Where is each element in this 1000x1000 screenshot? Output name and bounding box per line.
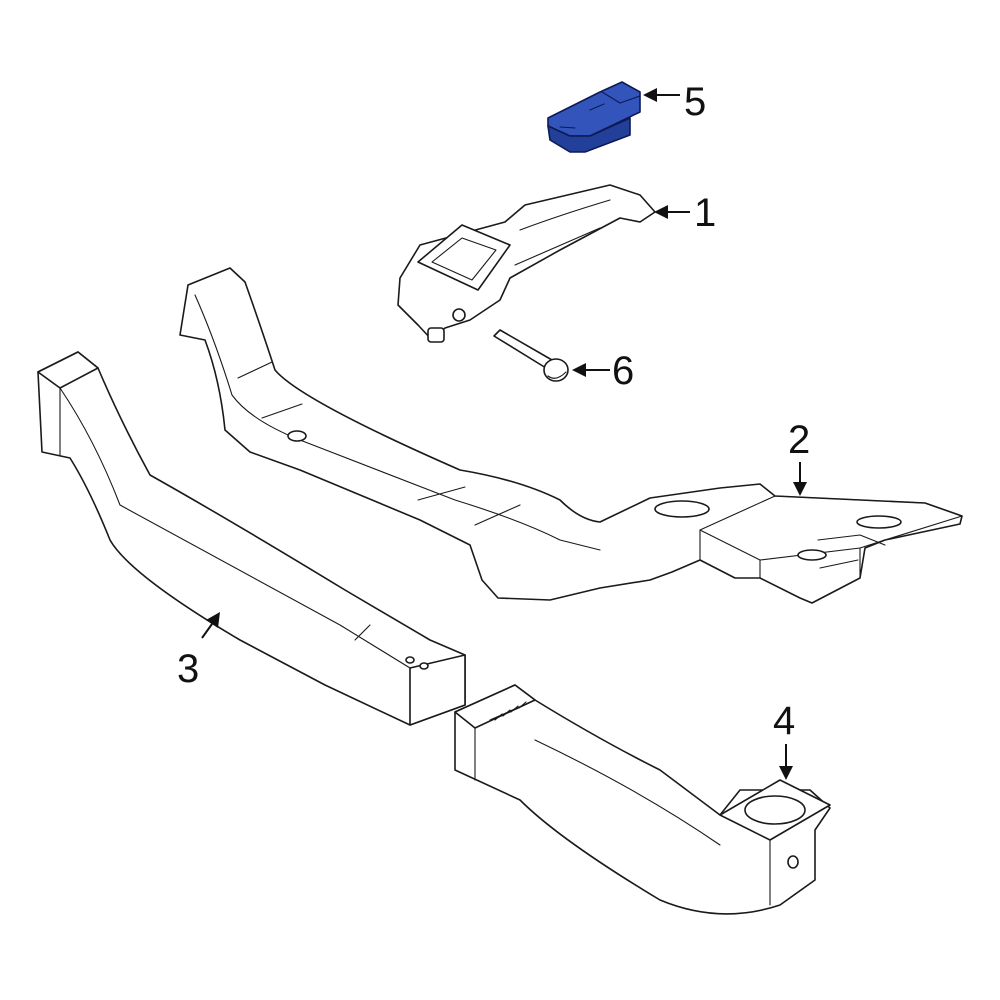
callout-label-4: 4 — [773, 699, 795, 743]
part-2-outlet-side — [699, 529, 861, 579]
callout-label-6: 6 — [612, 349, 634, 393]
arrow-head-6 — [572, 363, 586, 377]
callout-5[interactable]: 5 — [643, 80, 706, 124]
arrow-head-3 — [206, 612, 220, 628]
part-6-bolt[interactable] — [493, 329, 569, 382]
part-4-collar-ticks — [494, 701, 527, 721]
part-1-mount-hole — [452, 308, 466, 322]
part-5-connector — [559, 91, 641, 129]
part-4-hole — [787, 855, 799, 869]
part-1-outlet[interactable] — [397, 184, 656, 343]
part-4-fold — [534, 739, 771, 906]
part-3-rib — [354, 624, 371, 641]
callout-label-3: 3 — [177, 647, 199, 691]
callout-label-5: 5 — [684, 80, 706, 124]
part-2-rib-1 — [237, 361, 273, 379]
part-2-inner-edge — [194, 294, 601, 551]
part-1-vent-face — [417, 224, 511, 291]
part-3-body — [37, 351, 466, 726]
part-3-end-face — [409, 654, 466, 726]
part-2-duct[interactable] — [179, 267, 963, 604]
leader-line-3 — [201, 623, 213, 639]
part-3-top-face — [37, 351, 99, 389]
part-4-duct[interactable] — [454, 684, 831, 915]
callout-4[interactable]: 4 — [773, 699, 795, 780]
arrow-head-4 — [779, 766, 793, 780]
callout-label-2: 2 — [788, 418, 810, 462]
callout-6[interactable]: 6 — [572, 349, 634, 393]
part-2-slot-1 — [654, 500, 710, 518]
part-2-rib-4 — [474, 504, 521, 526]
part-4-body — [454, 684, 831, 915]
part-2-slot-2 — [856, 515, 902, 529]
arrow-head-5 — [643, 88, 657, 102]
part-5-side-face — [547, 117, 631, 153]
part-3-fold-line — [59, 387, 411, 669]
arrow-head-2 — [793, 482, 807, 496]
part-6-head-edge — [547, 371, 567, 379]
part-1-nozzle — [427, 327, 445, 343]
part-2-outlet-face — [699, 495, 963, 561]
part-2-hole-1 — [287, 430, 307, 442]
part-4-outlet-opening — [744, 795, 806, 825]
arrow-head-1 — [654, 205, 668, 219]
part-2-outlet-grille — [817, 534, 886, 569]
part-2-slot-3 — [797, 549, 827, 561]
callout-3[interactable]: 3 — [177, 612, 220, 691]
part-3-duct[interactable] — [37, 351, 466, 726]
part-3-hole-1 — [405, 656, 415, 664]
part-1-arm-edge — [514, 199, 611, 266]
part-2-body — [179, 267, 963, 604]
part-5-sensor[interactable] — [547, 81, 641, 153]
callout-2[interactable]: 2 — [788, 418, 810, 496]
part-3-hole-2 — [419, 662, 429, 670]
callout-label-1: 1 — [694, 191, 716, 235]
part-2-rib-3 — [417, 486, 466, 501]
part-2-rib-2 — [261, 403, 303, 419]
callout-1[interactable]: 1 — [654, 191, 716, 235]
part-1-vent-opening — [431, 237, 497, 281]
part-6-shank — [493, 329, 553, 369]
